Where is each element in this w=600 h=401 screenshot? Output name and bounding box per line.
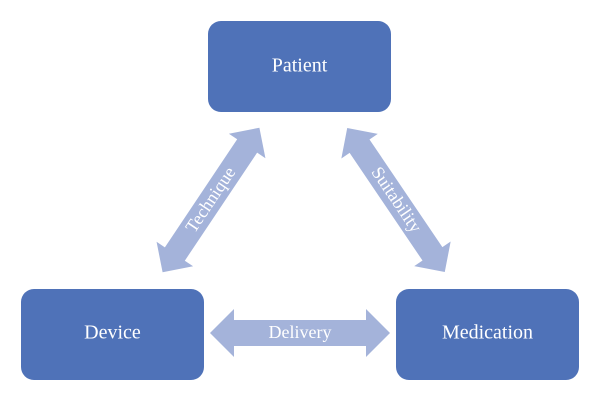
device-node: Device (21, 289, 204, 380)
technique-label: Technique (181, 163, 239, 236)
device-box (21, 289, 204, 380)
device-label: Device (84, 322, 141, 344)
medication-box (396, 289, 579, 380)
suitability-label: Suitability (367, 163, 426, 236)
patient-label: Patient (272, 55, 328, 77)
medication-label: Medication (442, 322, 533, 344)
medication-node: Medication (396, 289, 579, 380)
technique-arrow: Technique (156, 127, 266, 273)
patient-node: Patient (208, 21, 391, 112)
delivery-arrow-shape (210, 309, 390, 357)
delivery-label: Delivery (269, 322, 332, 342)
suitability-arrow-shape (341, 127, 451, 273)
technique-arrow-shape (156, 127, 266, 273)
patient-box (208, 21, 391, 112)
suitability-arrow: Suitability (341, 127, 451, 273)
delivery-arrow: Delivery (210, 309, 390, 357)
